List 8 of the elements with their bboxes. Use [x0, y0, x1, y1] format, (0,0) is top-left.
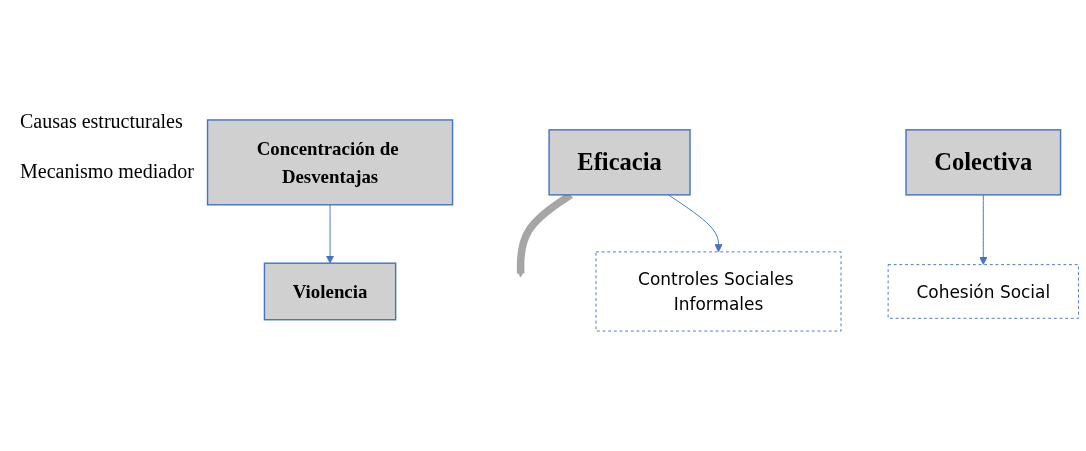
note-text: Causas estructurales — [20, 110, 183, 133]
node-box: Violencia — [263, 262, 397, 321]
node-box: Controles Sociales Informales — [595, 251, 842, 332]
node-box: Concentración de Desventajas — [206, 119, 454, 206]
note-text: Mecanismo mediador — [20, 160, 194, 183]
node-box: Cohesión Social — [887, 264, 1079, 319]
node-box: Colectiva — [905, 129, 1062, 196]
node-box: Eficacia — [548, 129, 691, 196]
